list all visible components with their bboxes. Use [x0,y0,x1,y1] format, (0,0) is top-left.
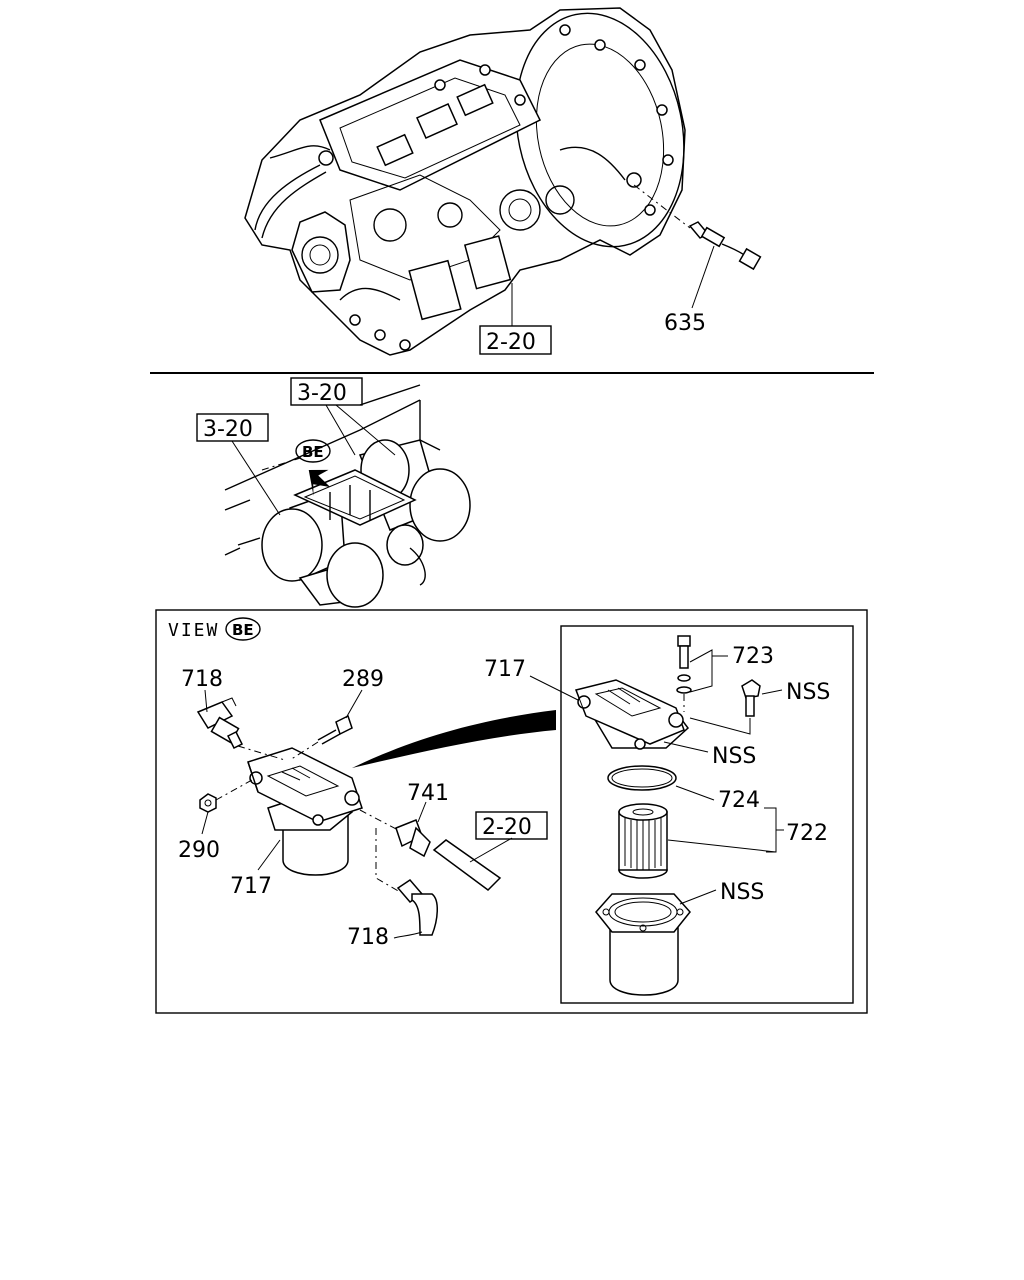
view-badge [225,617,261,641]
detail-inset [560,625,854,1004]
callout-718-top: 718 [181,667,223,692]
o-ring-724 [607,765,677,791]
bolt-289 [317,714,353,745]
callout-717-detail: 717 [484,657,526,682]
filter-case [595,893,691,996]
connector-741 [395,819,431,858]
transmission-illustration [244,7,686,356]
hose [432,839,502,891]
view-badge-tank [295,439,331,463]
filter-head-detail [574,679,690,750]
ref-tank-upper: 3-20 [297,381,347,406]
callout-nss-bolt: NSS [786,680,830,705]
view-badge-text: BE [232,621,254,639]
fuel-filter-assembly [247,747,363,876]
callout-635: 635 [664,311,706,336]
fitting-718-top [196,697,244,750]
callout-722: 722 [786,821,828,846]
callout-723: 723 [732,644,774,669]
view-be-panel [155,609,868,1014]
nss-bolt [741,679,761,717]
bolt-washer-723 [676,635,692,694]
ref-hose: 2-20 [482,815,532,840]
nut-290 [199,793,217,813]
callout-289: 289 [342,667,384,692]
callout-741: 741 [407,781,449,806]
detail-pointer [352,710,556,768]
callout-717-assy: 717 [230,874,272,899]
filter-element [618,803,668,879]
callout-724: 724 [718,788,760,813]
view-label: VIEW [168,620,219,641]
fitting-718-bottom [396,879,438,936]
speed-sensor [633,184,762,309]
ref-top-transmission: 2-20 [486,330,536,355]
callout-nss-case: NSS [720,880,764,905]
view-badge-tank-text: BE [302,443,324,461]
ref-box-top [479,325,552,355]
callout-290: 290 [178,838,220,863]
ref-tank-left: 3-20 [203,417,253,442]
ref-box-hose [475,811,548,840]
air-tank-illustration [224,384,471,608]
callout-718-bottom: 718 [347,925,389,950]
callout-nss-head: NSS [712,744,756,769]
